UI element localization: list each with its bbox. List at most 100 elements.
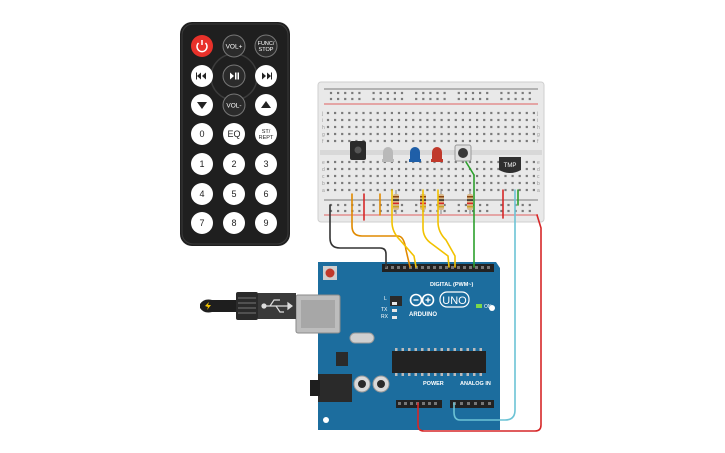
remote-button-1[interactable]: 1 (191, 153, 213, 175)
header-pin[interactable] (410, 402, 413, 405)
remote-button-5[interactable]: 5 (223, 183, 245, 205)
remote-button-0[interactable]: 0 (191, 123, 213, 145)
header-pin[interactable] (428, 402, 431, 405)
wire-black[interactable] (329, 204, 387, 268)
remote-button-down-triangle[interactable] (191, 94, 213, 116)
remote-button-label: 6 (263, 189, 268, 199)
tmp-label: TMP (504, 163, 517, 169)
header-pin[interactable] (481, 402, 484, 405)
temperature-sensor[interactable] (499, 157, 521, 173)
breadboard-hole (412, 111, 415, 115)
remote-button-vol[interactable]: VOL+ (222, 34, 246, 58)
remote-button-label: 5 (231, 189, 236, 199)
header-pin[interactable] (398, 402, 401, 405)
header-pin[interactable] (445, 266, 448, 269)
header-pin[interactable] (481, 266, 484, 269)
header-pin[interactable] (488, 402, 491, 405)
remote-button-label: FUNC/ (258, 41, 275, 47)
breadboard-hole (440, 125, 443, 129)
breadboard-hole (486, 91, 489, 95)
remote-button-play-pause[interactable] (222, 64, 246, 88)
breadboard-hole (341, 160, 344, 164)
wire-cyan[interactable] (453, 189, 516, 421)
breadboard-hole (397, 125, 401, 129)
breadboard-hole (518, 118, 521, 122)
header-pin[interactable] (475, 266, 478, 269)
wire-red[interactable] (417, 214, 542, 432)
header-pin[interactable] (460, 402, 463, 405)
led[interactable] (382, 147, 394, 162)
remote-button-6[interactable]: 6 (255, 183, 277, 205)
breadboard-hole (497, 125, 500, 129)
breadboard-hole (440, 167, 443, 171)
led[interactable] (409, 147, 421, 162)
remote-button-fast-forward[interactable] (255, 65, 277, 87)
remote-button-3[interactable]: 3 (255, 153, 277, 175)
remote-button-power[interactable] (191, 35, 213, 57)
breadboard-hole (400, 97, 404, 101)
breadboard-hole (412, 132, 415, 136)
remote-button-vol[interactable]: VOL- (222, 93, 246, 117)
resistor[interactable] (467, 190, 473, 214)
header-pin[interactable] (422, 402, 425, 405)
header-pin[interactable] (487, 266, 490, 269)
header-pin[interactable] (421, 266, 424, 269)
breadboard-hole (329, 97, 333, 101)
breadboard-hole (341, 181, 344, 185)
led[interactable] (431, 147, 443, 162)
remote-button-4[interactable]: 4 (191, 183, 213, 205)
breadboard-hole (351, 91, 354, 95)
breadboard-hole (497, 174, 500, 178)
header-pin[interactable] (474, 402, 477, 405)
breadboard-hole (351, 97, 354, 101)
remote-button-2[interactable]: 2 (223, 153, 245, 175)
resistor[interactable] (393, 190, 399, 214)
wire-yellow[interactable] (391, 189, 417, 268)
header-pin[interactable] (439, 266, 442, 269)
header-pin[interactable] (469, 266, 472, 269)
breadboard-hole (454, 174, 457, 178)
row-letter: j (536, 111, 538, 117)
reset-button[interactable] (325, 268, 335, 278)
header-pin[interactable] (397, 266, 400, 269)
breadboard-hole (440, 118, 443, 122)
breadboard-hole (454, 125, 457, 129)
header-pin[interactable] (391, 266, 394, 269)
resistor[interactable] (438, 190, 444, 214)
header-pin[interactable] (404, 402, 407, 405)
breadboard-hole (369, 160, 372, 164)
breadboard-hole (326, 111, 330, 115)
header-pin[interactable] (467, 402, 470, 405)
breadboard-hole (518, 132, 521, 136)
header-pin[interactable] (433, 266, 436, 269)
breadboard-hole (532, 181, 535, 185)
breadboard-hole (397, 188, 401, 192)
header-pin[interactable] (463, 266, 466, 269)
breadboard-hole (433, 167, 436, 171)
on-led (476, 304, 482, 308)
arduino-uno[interactable]: L TX RX ON DIGITAL (PWM~) ARDUINO UNO PO… (295, 262, 500, 430)
header-pin[interactable] (457, 266, 460, 269)
remote-button-8[interactable]: 8 (223, 212, 245, 234)
wire-yellow[interactable] (437, 189, 456, 268)
breadboard-hole (468, 125, 472, 129)
header-pin[interactable] (434, 402, 437, 405)
breadboard-hole (532, 118, 535, 122)
remote-button-funcstop[interactable]: FUNC/STOP (254, 34, 278, 58)
remote-button-up-triangle[interactable] (255, 94, 277, 116)
header-pin[interactable] (403, 266, 406, 269)
breadboard-hole (386, 91, 389, 95)
wire-yellow[interactable] (422, 189, 450, 268)
breadboard-hole (376, 125, 379, 129)
jumper-wire[interactable] (465, 161, 475, 176)
remote-button-strept[interactable]: ST/REPT (255, 123, 277, 145)
remote-button-7[interactable]: 7 (191, 212, 213, 234)
breadboard-hole (457, 209, 460, 213)
remote-button-rewind[interactable] (191, 65, 213, 87)
header-pin[interactable] (427, 266, 430, 269)
header-pin[interactable] (451, 266, 454, 269)
breadboard-hole (326, 118, 330, 122)
remote-button-9[interactable]: 9 (255, 212, 277, 234)
remote-button-eq[interactable]: EQ (223, 123, 245, 145)
